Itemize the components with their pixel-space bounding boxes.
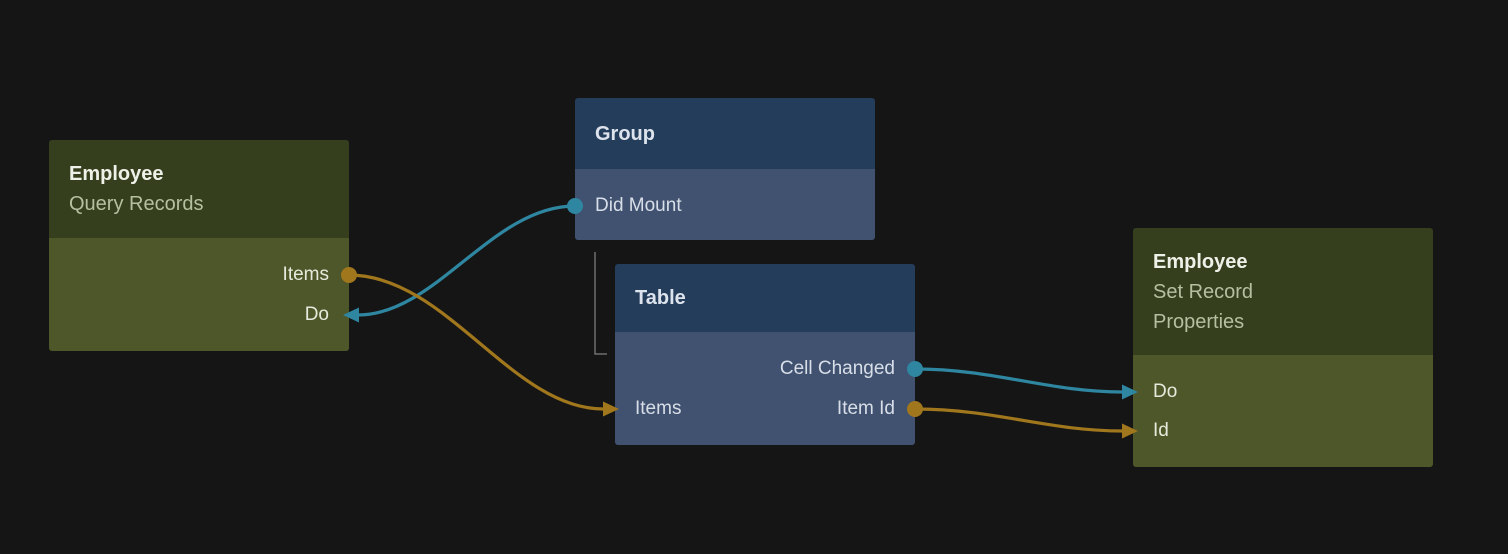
port-label: Did Mount (595, 195, 682, 216)
port-label: Id (1153, 420, 1169, 441)
wire-itemid-to-id-path[interactable] (913, 407, 1124, 433)
port-do-input[interactable]: Do (1153, 378, 1413, 406)
node-title: Employee (69, 163, 164, 185)
group-table-hierarchy-line (594, 252, 607, 355)
port-id-input[interactable]: Id (1153, 417, 1413, 445)
node-title: Employee (1153, 250, 1248, 273)
port-items-input[interactable]: Items (635, 398, 682, 419)
arrowhead-do-input[interactable] (343, 307, 359, 323)
wire-items-to-table-items-path[interactable] (347, 273, 605, 411)
port-label: Do (304, 304, 329, 325)
node-subtitle: Set Record Properties (1153, 280, 1254, 333)
node-header: Group (575, 98, 875, 169)
port-label: Cell Changed (779, 358, 895, 379)
node-body: Items Do (49, 238, 349, 351)
port-did-mount-output[interactable]: Did Mount (595, 192, 855, 220)
wire-items-to-table-items[interactable] (341, 267, 619, 417)
port-items-output[interactable]: Items (69, 261, 329, 289)
wire-cellchanged-to-do[interactable] (907, 361, 1138, 400)
arrowhead-set-do-input[interactable] (1122, 384, 1138, 400)
node-header: Employee Set Record Properties (1133, 228, 1433, 355)
wire-didmount-to-do-path[interactable] (356, 204, 577, 317)
node-body: Did Mount (575, 169, 875, 240)
port-item-id-output[interactable]: Item Id (836, 398, 895, 419)
wire-cellchanged-to-do-path[interactable] (913, 367, 1124, 394)
port-dot-item-id[interactable] (907, 401, 923, 417)
port-row-items-itemid: Items Item Id (635, 395, 895, 423)
node-employee-query-records[interactable]: Employee Query Records Items Do (49, 140, 349, 351)
node-group[interactable]: Group Did Mount (575, 98, 875, 240)
wire-didmount-to-do[interactable] (343, 198, 583, 323)
node-header: Table (615, 264, 915, 332)
port-label: Items (282, 264, 329, 285)
node-table[interactable]: Table Cell Changed Items Item Id (615, 264, 915, 445)
port-cell-changed-output[interactable]: Cell Changed (635, 355, 895, 383)
node-header: Employee Query Records (49, 140, 349, 238)
wire-itemid-to-id[interactable] (907, 401, 1138, 439)
node-body: Cell Changed Items Item Id (615, 332, 915, 445)
port-dot-did-mount[interactable] (567, 198, 583, 214)
arrowhead-table-items-input[interactable] (603, 401, 619, 417)
node-title: Group (595, 122, 655, 145)
node-title: Table (635, 287, 686, 309)
node-subtitle: Query Records (69, 193, 204, 215)
port-dot-items[interactable] (341, 267, 357, 283)
port-dot-cell-changed[interactable] (907, 361, 923, 377)
arrowhead-set-id-input[interactable] (1122, 423, 1138, 439)
node-body: Do Id (1133, 355, 1433, 467)
port-do-input[interactable]: Do (69, 301, 329, 329)
port-label: Do (1153, 381, 1178, 402)
node-employee-set-record-properties[interactable]: Employee Set Record Properties Do Id (1133, 228, 1433, 467)
